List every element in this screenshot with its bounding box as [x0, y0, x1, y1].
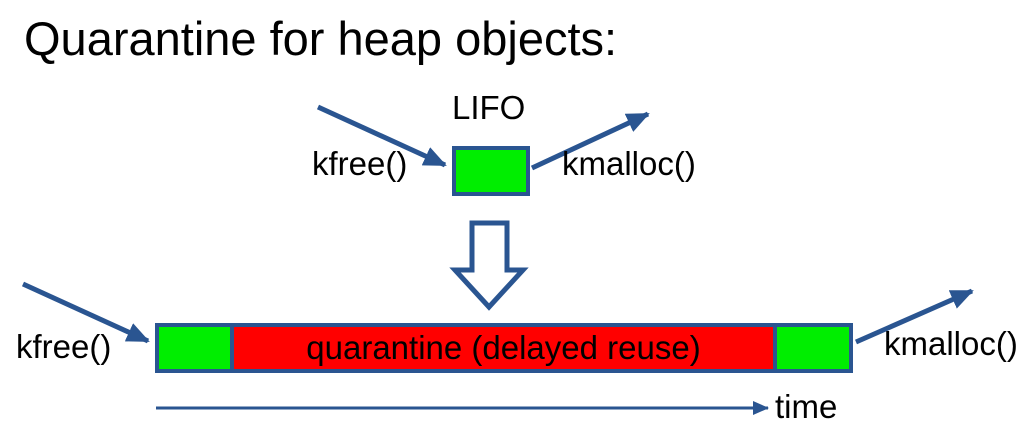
kmalloc-top-label: kmalloc() — [562, 145, 696, 182]
quarantine-segment: quarantine (delayed reuse) — [234, 327, 773, 369]
lifo-label: LIFO — [452, 89, 526, 126]
time-axis-label: time — [775, 388, 838, 425]
kfree-top-label: kfree() — [312, 145, 408, 182]
kmalloc-bottom-label: kmalloc() — [884, 325, 1018, 362]
page-title: Quarantine for heap objects: — [24, 12, 618, 65]
lifo-free-slot-box — [452, 146, 530, 196]
quarantine-bar: quarantine (delayed reuse) — [155, 323, 853, 373]
free-slot-right — [773, 327, 849, 369]
quarantine-label: quarantine (delayed reuse) — [306, 329, 701, 366]
kfree-bottom-label: kfree() — [16, 328, 112, 365]
down-arrow-icon — [449, 220, 529, 311]
free-slot-left — [159, 327, 234, 369]
